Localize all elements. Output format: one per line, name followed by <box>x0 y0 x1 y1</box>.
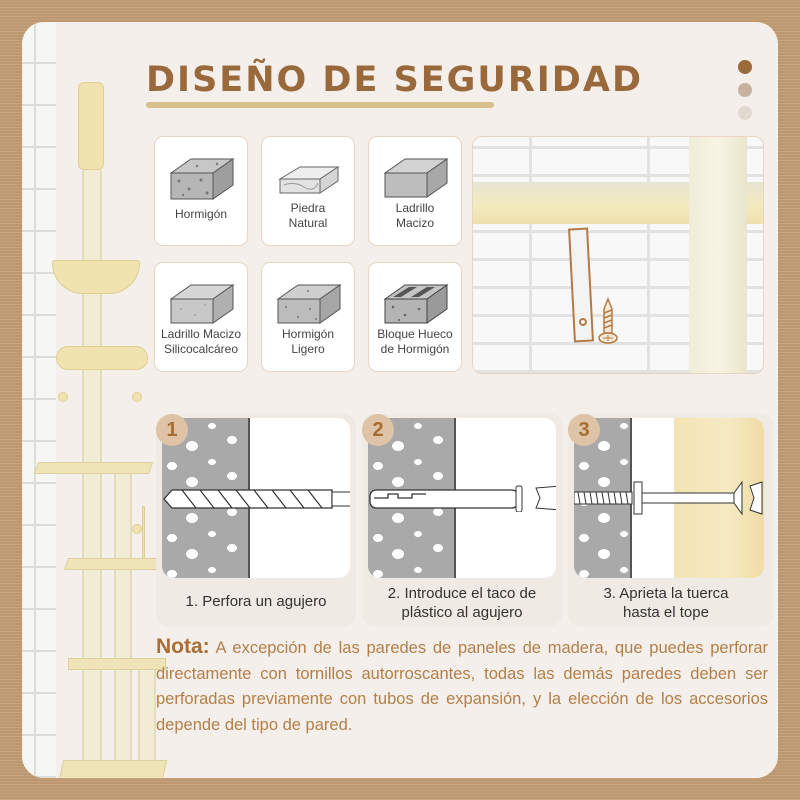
step-number-badge: 3 <box>568 414 600 446</box>
solid-brick-icon <box>383 158 449 198</box>
wall-plug-icon <box>369 485 556 512</box>
drill-bit-icon <box>163 489 350 509</box>
dot-2 <box>738 83 752 97</box>
wall-type-hormigon: Hormigón <box>154 136 248 246</box>
note-paragraph: Nota: A excepción de las paredes de pane… <box>156 634 768 738</box>
step-1: 1 1. Perfora un agujero <box>156 414 356 626</box>
concrete-block-icon <box>169 158 235 200</box>
natural-stone-block-icon <box>278 166 340 194</box>
dot-1 <box>738 60 752 74</box>
note-label: Nota: <box>156 635 210 658</box>
screw-icon <box>598 297 618 344</box>
title-underline <box>146 102 494 108</box>
wall-type-ladrillo-macizo: Ladrillo Macizo <box>368 136 462 246</box>
cat-tree-image <box>33 82 185 778</box>
step-number-badge: 1 <box>156 414 188 446</box>
calcium-silicate-brick-icon <box>169 284 235 324</box>
wall-bracket-icon <box>568 227 594 343</box>
wall-type-label: Bloque Hueco de Hormigón <box>377 327 453 356</box>
wall-type-label: Hormigón Ligero <box>281 327 335 356</box>
wall-type-ladrillo-silicocalcareo: Ladrillo Macizo Silicocalcáreo <box>154 262 248 372</box>
step-number-badge: 2 <box>362 414 394 446</box>
installation-photo <box>472 136 764 374</box>
wall-type-label: Ladrillo Macizo Silicocalcáreo <box>160 327 242 356</box>
lightweight-concrete-block-icon <box>276 284 342 324</box>
brick-wall-background <box>22 22 56 778</box>
wall-type-bloque-hueco: Bloque Hueco de Hormigón <box>368 262 462 372</box>
safety-design-card: DISEÑO DE SEGURIDAD Hormigón Piedra Natu… <box>22 22 778 778</box>
hollow-concrete-block-icon <box>383 284 449 324</box>
step-2: 2 2. Introduce el taco de plástico al ag… <box>362 414 562 626</box>
wall-type-label: Ladrillo Macizo <box>395 201 435 230</box>
note-text: A excepción de las paredes de paneles de… <box>156 639 768 734</box>
post <box>689 137 747 373</box>
step-3: 3 3. Aprieta la tuerca hasta el tope <box>568 414 774 626</box>
screw-bolt-icon <box>574 480 763 516</box>
page-title: DISEÑO DE SEGURIDAD <box>146 60 643 100</box>
step-caption: 3. Aprieta la tuerca hasta el tope <box>603 585 729 621</box>
pagination-dots <box>738 60 752 129</box>
wall-type-piedra-natural: Piedra Natural <box>261 136 355 246</box>
wall-type-hormigon-ligero: Hormigón Ligero <box>261 262 355 372</box>
step-caption: 1. Perfora un agujero <box>185 593 327 610</box>
step-caption: 2. Introduce el taco de plástico al aguj… <box>387 585 537 621</box>
dot-3 <box>738 106 752 120</box>
wall-type-label: Piedra Natural <box>288 201 328 230</box>
wall-type-label: Hormigón <box>174 207 228 221</box>
